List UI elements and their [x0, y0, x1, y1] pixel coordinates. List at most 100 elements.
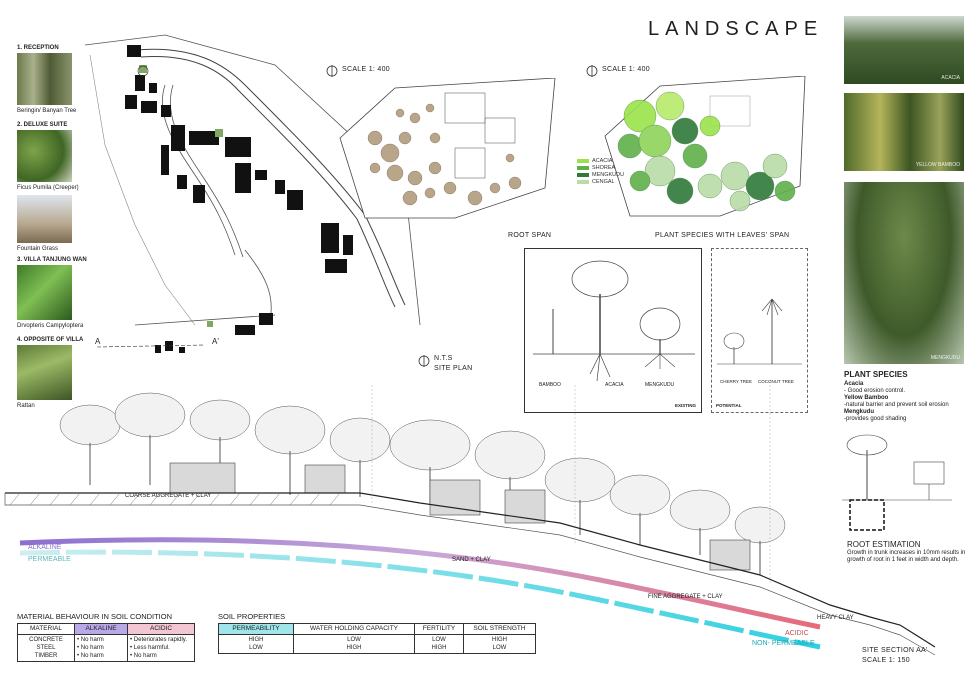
- bamboo-photo-label: YELLOW BAMBOO: [915, 162, 960, 168]
- material-table-title: MATERIAL BEHAVIOUR IN SOIL CONDITION: [17, 612, 173, 621]
- soil-header-fertility: FERTILITY: [414, 623, 464, 635]
- yellow-bamboo-photo: YELLOW BAMBOO: [844, 93, 964, 171]
- permeable-label: PERMEABLE: [28, 556, 71, 563]
- section-marker-a-prime: A': [212, 337, 219, 346]
- plant-heading-deluxe: 2. DELUXE SUITE: [17, 122, 68, 128]
- section-scale: SCALE 1: 150: [862, 657, 910, 664]
- section-label-heavy: HEAVY CLAY: [817, 615, 854, 621]
- north-arrow-icon: [326, 65, 338, 77]
- species-name-bamboo: Yellow Bamboo: [844, 395, 889, 401]
- root-span-plan: [339, 78, 556, 219]
- root-span-scale: SCALE 1: 400: [342, 66, 390, 73]
- soil-cell: HIGH: [492, 637, 507, 643]
- species-desc-bamboo: -natural barrier and prevent soil erosio…: [844, 402, 949, 408]
- section-title: SITE SECTION AA': [862, 647, 928, 654]
- acidic-label: ACIDIC: [785, 630, 809, 637]
- legend-swatch-shorea: [577, 165, 589, 170]
- root-estimation-text: Growth in trunk increases in 10mm result…: [847, 550, 966, 563]
- section-marker-a: A: [95, 337, 101, 346]
- existing-label-mengkudu: MENGKUDU: [645, 382, 675, 388]
- legend-swatch-acacia: [577, 158, 589, 163]
- mengkudu-photo: MENGKUDU: [844, 182, 964, 364]
- rattan-photo: [17, 345, 72, 400]
- plant-species-heading: PLANT SPECIES: [844, 370, 908, 379]
- soil-header-strength: SOIL STRENGTH: [463, 623, 536, 635]
- material-table: MATERIAL ALKALINE ACIDIC CONCRETE STEEL …: [17, 623, 195, 662]
- acidic-timber: • No harm: [130, 653, 157, 659]
- legend-label-shorea: SHOREA: [592, 165, 616, 171]
- soil-cell: LOW: [249, 645, 263, 651]
- section-label-sand: SAND + CLAY: [452, 557, 491, 563]
- species-name-acacia: Acacia: [844, 381, 864, 387]
- soil-table-title: SOIL PROPERTIES: [218, 612, 286, 621]
- site-section-drawing: [4, 385, 936, 656]
- species-name-mengkudu: Mengkudu: [844, 409, 874, 415]
- existing-trees-panel: BAMBOO ACACIA MENGKUDU EXISTING: [524, 248, 702, 413]
- alkaline-concrete: • No harm: [77, 637, 104, 643]
- soil-cell: HIGH: [248, 637, 264, 643]
- existing-label-acacia: ACACIA: [605, 382, 624, 388]
- site-plan-title: SITE PLAN: [434, 365, 473, 372]
- mengkudu-photo-label: MENGKUDU: [930, 355, 960, 361]
- material-concrete: CONCRETE: [29, 637, 63, 643]
- plant-heading-villa: 3. VILLA TANJUNG WAN: [17, 257, 87, 263]
- potential-label-cherry: CHERRY TREE: [720, 379, 753, 384]
- acidic-steel: • Less harmful.: [130, 645, 170, 651]
- alkaline-steel: • No harm: [77, 645, 104, 651]
- plant-caption-banyan: Beringin/ Banyan Tree: [17, 108, 77, 114]
- leaves-span-scale: SCALE 1: 400: [602, 66, 650, 73]
- ficus-photo: [17, 130, 72, 182]
- existing-tag: EXISTING: [675, 403, 697, 408]
- legend-swatch-cengal: [577, 179, 589, 184]
- fern-photo: [17, 265, 72, 320]
- soil-header-water: WATER HOLDING CAPACITY: [293, 623, 415, 635]
- section-label-coarse: COARSE AGGREGATE + CLAY: [125, 493, 212, 499]
- species-desc-mengkudu: -provides good shading: [844, 416, 907, 422]
- legend-label-acacia: ACACIA: [592, 158, 613, 164]
- legend-label-cengal: CENGAL: [592, 179, 615, 185]
- soil-cell: HIGH: [431, 645, 447, 651]
- existing-label-bamboo: BAMBOO: [539, 382, 561, 388]
- material-header-acidic: ACIDIC: [127, 623, 195, 635]
- fountain-grass-photo: [17, 195, 72, 243]
- material-header-material: MATERIAL: [17, 623, 75, 635]
- plant-caption-fountain-grass: Fountain Grass: [17, 246, 59, 252]
- north-arrow-icon: [418, 355, 430, 367]
- potential-trees-sketch: [717, 298, 802, 365]
- existing-trees-sketch: [533, 260, 695, 382]
- plant-heading-reception: 1. RECEPTION: [17, 45, 59, 51]
- non-permeable-label: NON- PERMEABLE: [752, 640, 815, 647]
- section-label-fine: FINE AGGREGATE + CLAY: [648, 594, 723, 600]
- site-plan-scale: N.T.S: [434, 355, 453, 362]
- legend-swatch-mengkudu: [577, 172, 589, 177]
- soil-properties-table: PERMEABILITY WATER HOLDING CAPACITY FERT…: [218, 623, 536, 654]
- plant-caption-fern: Drvopteris Campyloptera: [17, 323, 84, 329]
- material-steel: STEEL: [36, 645, 56, 651]
- alkaline-timber: • No harm: [77, 653, 104, 659]
- north-arrow-icon: [586, 65, 598, 77]
- soil-cell: LOW: [492, 645, 507, 651]
- soil-cell: LOW: [432, 637, 446, 643]
- root-span-caption: ROOT SPAN: [508, 232, 552, 239]
- root-estimation-sketch: [842, 434, 952, 531]
- potential-tag: POTENTIAL: [716, 403, 742, 408]
- soil-cell: LOW: [347, 637, 361, 643]
- alkaline-label: ALKALINE: [28, 544, 62, 551]
- potential-trees-panel: CHERRY TREE COCONUT TREE POTENTIAL: [711, 248, 808, 413]
- legend-label-mengkudu: MENGKUDU: [592, 172, 625, 178]
- leaves-span-caption: PLANT SPECIES WITH LEAVES' SPAN: [655, 232, 790, 239]
- plant-caption-rattan: Rattan: [17, 403, 35, 409]
- soil-header-permeability: PERMEABILITY: [218, 623, 294, 635]
- banyan-photo: [17, 53, 72, 105]
- material-header-alkaline: ALKALINE: [74, 623, 128, 635]
- plant-caption-ficus: Ficus Pumila (Creeper): [17, 185, 79, 191]
- plant-heading-opposite: 4. OPPOSITE OF VILLA: [17, 337, 84, 343]
- species-desc-acacia: - Good erosion control.: [844, 388, 906, 394]
- root-estimation-heading: ROOT ESTIMATION: [847, 540, 921, 549]
- acidic-concrete: • Deteriorates rapidly.: [130, 637, 188, 643]
- soil-cell: HIGH: [346, 645, 362, 651]
- page-title: LANDSCAPE: [648, 18, 824, 40]
- material-timber: TIMBER: [34, 653, 58, 659]
- acacia-photo: ACACIA: [844, 16, 964, 84]
- acacia-photo-label: ACACIA: [941, 75, 960, 81]
